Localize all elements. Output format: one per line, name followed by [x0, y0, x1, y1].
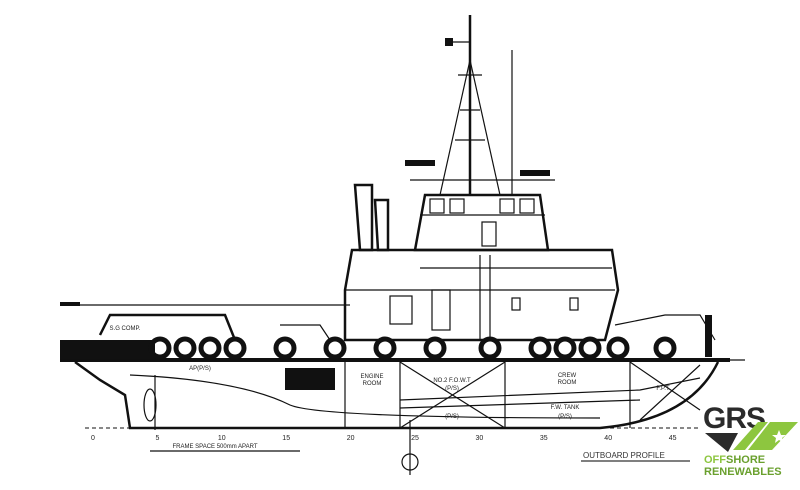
label-engine-room-2: ROOM [363, 381, 382, 387]
label-fowt-1: NO.2 F.O.W.T [433, 378, 471, 384]
exhaust-stack [353, 183, 390, 252]
tire [528, 336, 552, 360]
label-fpt: F.P.T [656, 386, 670, 392]
label-fw-tank-ps: (P/S) [558, 414, 572, 420]
wheelhouse [410, 179, 555, 252]
label-fowt-2: (P/S) [445, 386, 459, 392]
logo-renewables: RENEWABLES [704, 466, 782, 478]
svg-text:OFFSHORE: OFFSHORE [704, 454, 765, 466]
logo-shore: SHORE [726, 454, 765, 466]
frame-number: 25 [411, 435, 419, 442]
label-crew-room-2: ROOM [558, 380, 577, 386]
hull [74, 360, 720, 430]
tire [173, 336, 197, 360]
frame-number: 30 [476, 435, 484, 442]
logo-off: OFF [704, 454, 726, 466]
label-ap: AP(P/S) [189, 366, 211, 372]
tire [423, 336, 447, 360]
frame-number: 10 [218, 435, 226, 442]
fender-tires [148, 336, 677, 360]
frame-number: 20 [347, 435, 355, 442]
tire [148, 336, 172, 360]
tire [323, 336, 347, 360]
grs-logo: GRS OFFSHORE RENEWABLES [703, 402, 798, 478]
tire [478, 336, 502, 360]
frame-space-note: FRAME SPACE 500mm APART [172, 444, 257, 450]
tire [578, 336, 602, 360]
bulwark [60, 302, 716, 341]
frame-number: 0 [91, 435, 95, 442]
label-engine-room-1: ENGINE [360, 374, 383, 380]
label-crew-room-1: CREW [558, 373, 577, 379]
label-fowt-3: (P/S) [445, 414, 459, 420]
frame-number: 45 [669, 435, 677, 442]
drawing-title: OUTBOARD PROFILE [583, 451, 665, 460]
tire [223, 336, 247, 360]
tire [653, 336, 677, 360]
stern-bulwark [60, 340, 155, 362]
label-fw-tank: F.W. TANK [551, 405, 580, 411]
tire [553, 336, 577, 360]
frame-numbers: 0 5 10 15 20 25 30 35 40 45 [91, 435, 677, 442]
frame-number: 40 [604, 435, 612, 442]
main-engine [285, 368, 335, 390]
frame-number: 5 [155, 435, 159, 442]
tire [273, 336, 297, 360]
tire [373, 336, 397, 360]
mast [405, 15, 550, 196]
tire [198, 336, 222, 360]
frame-number: 15 [282, 435, 290, 442]
tire [606, 336, 630, 360]
bow-fender [705, 315, 712, 357]
label-sg-comp: S.G COMP. [110, 326, 141, 332]
deckhouse [343, 248, 620, 342]
frame-number: 35 [540, 435, 548, 442]
